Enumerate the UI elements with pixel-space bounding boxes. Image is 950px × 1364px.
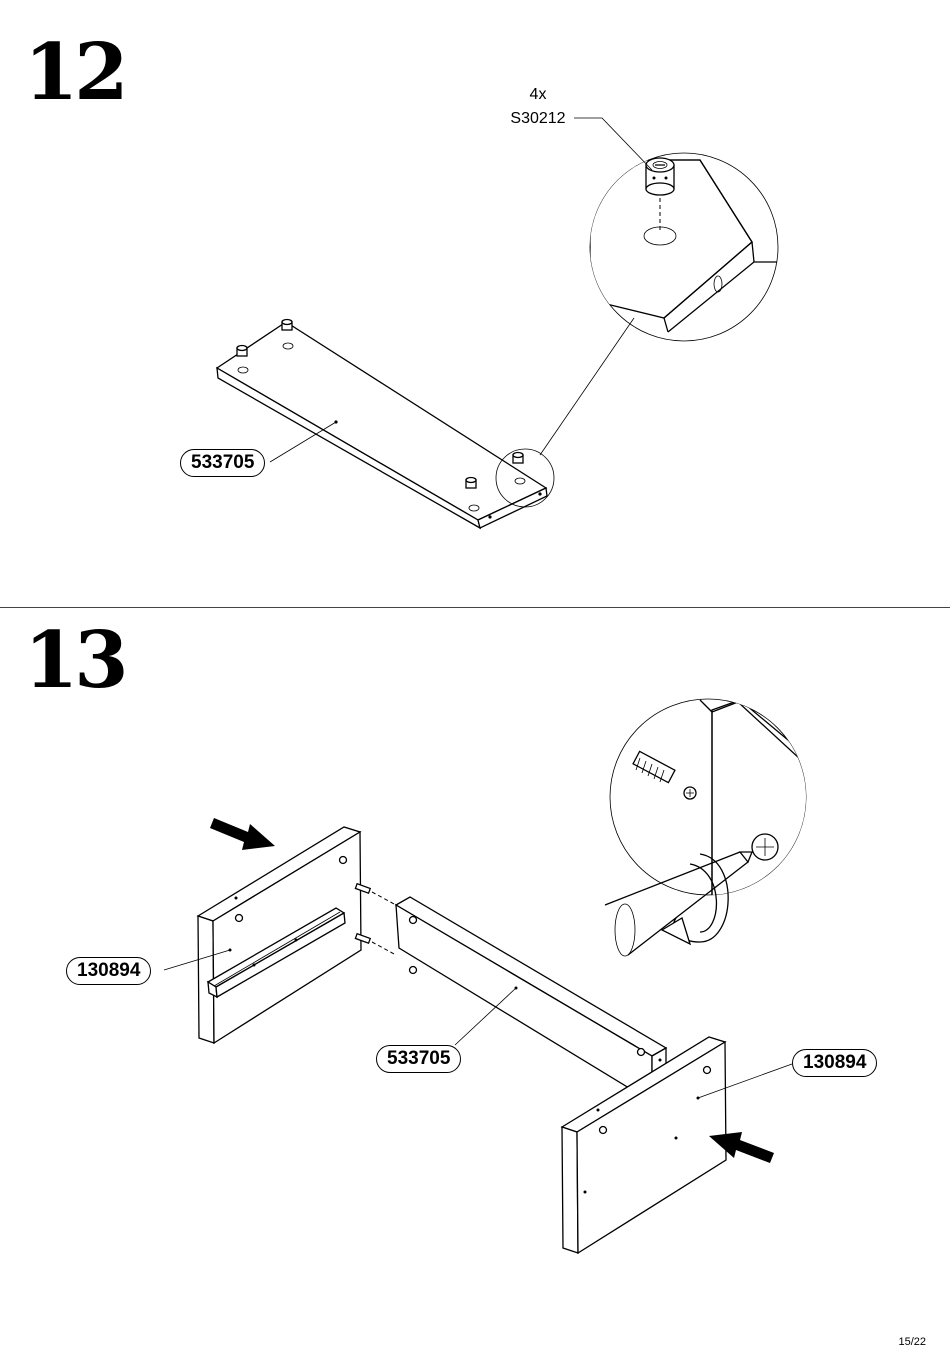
part-callout-533705: 533705 — [180, 449, 265, 477]
step-12-panel-drawing — [217, 118, 790, 528]
hardware-code: S30212 — [488, 107, 588, 131]
step-13-assembly-drawing — [164, 699, 812, 1253]
push-arrow-icon — [210, 818, 275, 850]
page-number: 15/22 — [898, 1336, 926, 1348]
rotation-arrow-icon — [662, 918, 690, 944]
part-callout-130894-left: 130894 — [66, 957, 151, 985]
hardware-quantity: 4x — [488, 83, 588, 107]
part-callout-130894-right: 130894 — [792, 1049, 877, 1077]
part-callout-533705: 533705 — [376, 1045, 461, 1073]
